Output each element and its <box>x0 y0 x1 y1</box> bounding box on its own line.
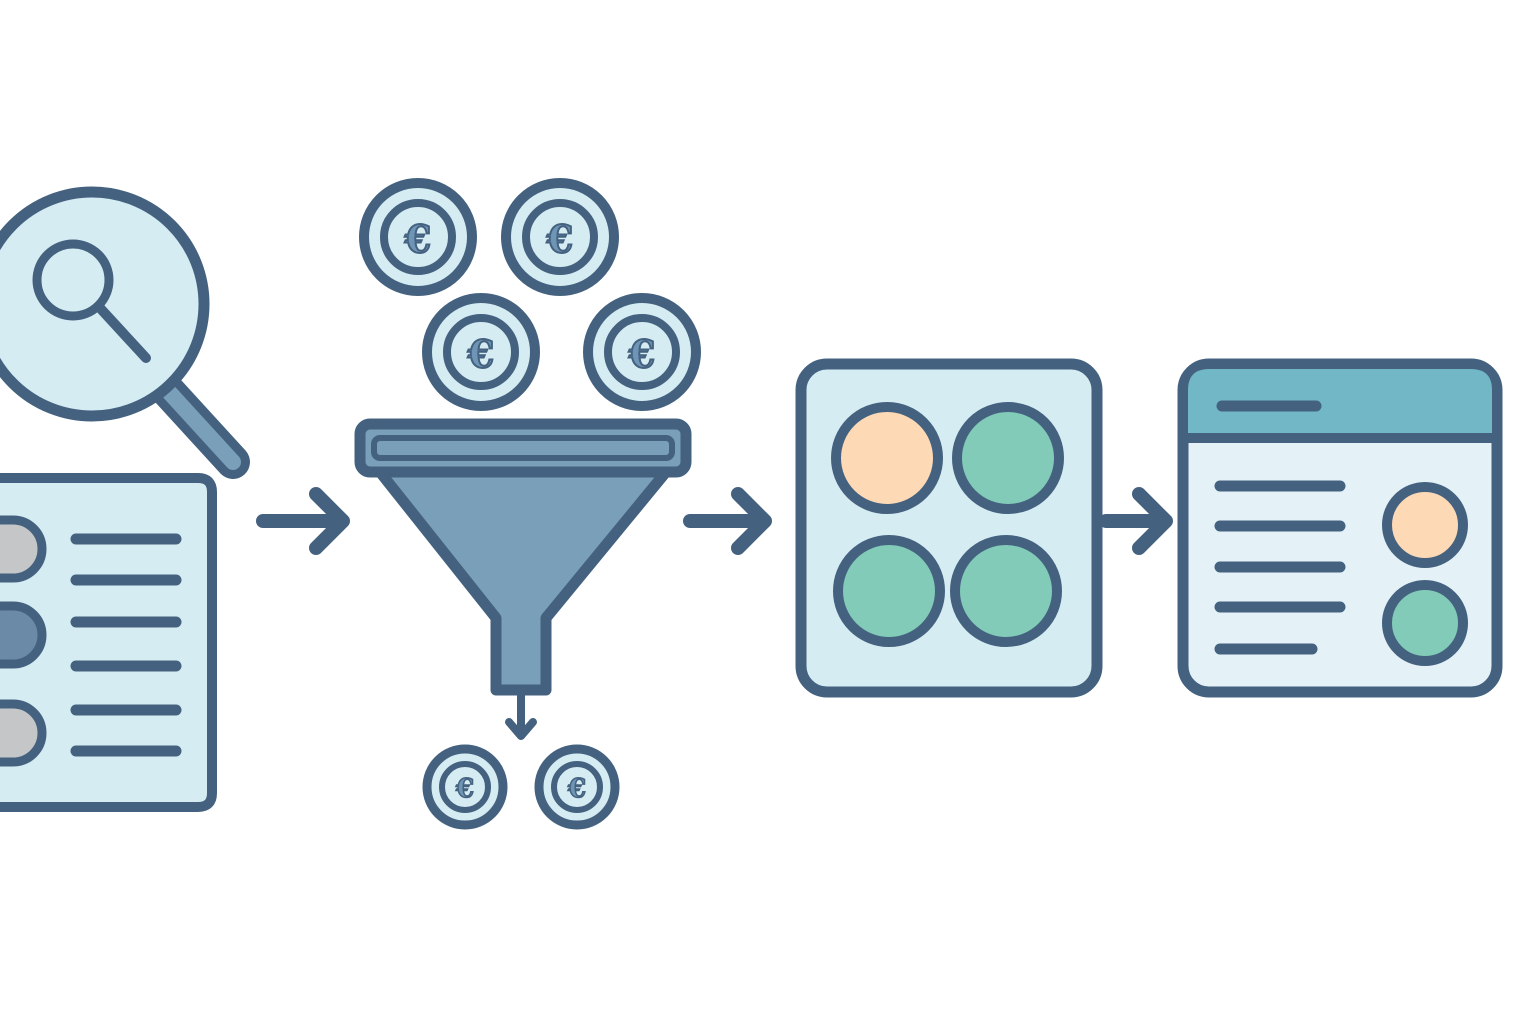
window-header <box>1188 369 1492 436</box>
funnel-cone <box>374 466 672 696</box>
right-arrow-icon <box>256 487 350 555</box>
window-text-lines <box>1214 480 1346 655</box>
toggle-pill-gray <box>0 699 47 767</box>
filter-funnel-stage: € € € € <box>354 178 701 830</box>
funnel-rim <box>354 418 692 478</box>
svg-text:€: € <box>546 217 573 262</box>
green-dot <box>833 535 945 647</box>
svg-text:€: € <box>567 774 586 804</box>
funnel-icon <box>354 418 692 696</box>
document-text-lines <box>70 533 182 757</box>
euro-coin-icon: € <box>359 178 477 296</box>
green-dot <box>1382 580 1468 666</box>
search-icon <box>32 239 151 363</box>
toggle-pill-blue <box>0 601 47 669</box>
euro-coin-icon: € <box>501 178 619 296</box>
euro-coin-icon: € <box>534 744 620 830</box>
euro-coin-icon: € <box>422 293 540 411</box>
green-dot <box>952 402 1064 514</box>
orange-dot <box>1382 482 1468 568</box>
result-window-stage <box>1177 358 1503 698</box>
right-arrow-icon <box>683 487 772 555</box>
svg-text:€: € <box>467 332 494 377</box>
euro-coin-icon: € <box>583 293 701 411</box>
search-document-stage <box>0 186 250 812</box>
svg-text:€: € <box>628 332 655 377</box>
grid-panel <box>795 358 1103 698</box>
magnifier-handle <box>141 363 250 479</box>
euro-coin-icon: € <box>422 744 508 830</box>
svg-text:€: € <box>455 774 474 804</box>
right-arrow-icon <box>1099 487 1173 555</box>
svg-text:€: € <box>404 217 431 262</box>
toggle-pill-gray <box>0 515 47 583</box>
green-dot <box>950 535 1062 647</box>
orange-dot <box>831 402 943 514</box>
down-arrow-icon <box>505 688 537 740</box>
sorted-grid-stage <box>795 358 1103 698</box>
document-panel <box>0 473 217 812</box>
